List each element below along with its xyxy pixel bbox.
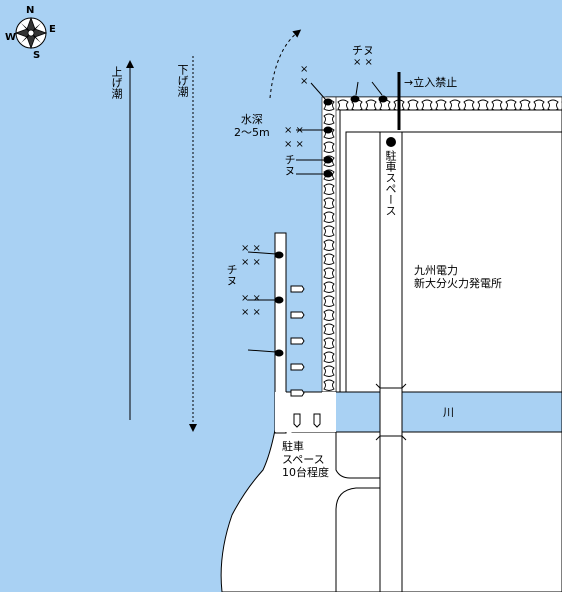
cross-marks: × × (241, 243, 261, 254)
land-road (335, 432, 380, 479)
tetrapod-seawall-left (321, 96, 337, 393)
chinu-label: チヌ (283, 154, 296, 176)
fishing-float-icon (323, 98, 333, 106)
parking-road (379, 131, 403, 592)
cross-marks: × × (284, 125, 304, 136)
fishing-spots (247, 81, 388, 357)
bollard-icon (290, 389, 305, 397)
compass-n: N (26, 5, 35, 16)
bridge-rail-left-bottom (375, 435, 381, 441)
bollard-icon (290, 285, 305, 293)
bridge (379, 387, 403, 437)
tetrapod-seawall-top (325, 96, 562, 111)
chinu-label: チヌ (352, 44, 374, 57)
bollard-icon (293, 413, 301, 428)
compass-w: W (5, 32, 17, 43)
cross-marks: × × (241, 257, 261, 268)
cross-marks: × × (300, 64, 309, 87)
bollard-icon (290, 311, 305, 319)
bollard-icon (290, 337, 305, 345)
bridge-rail-right (401, 383, 407, 389)
chinu-label: チヌ (225, 264, 238, 286)
fishing-float-icon (350, 95, 360, 103)
cross-marks: × × (284, 139, 304, 150)
parking-marker-dot (386, 137, 396, 147)
fishing-float-icon (274, 349, 284, 357)
compass-e: E (49, 24, 56, 35)
rising-tide-label: 上げ潮 (110, 66, 123, 99)
current-arrow (269, 29, 302, 99)
cross-marks: × × (241, 293, 261, 304)
falling-tide-label: 下げ潮 (176, 64, 189, 97)
power-plant-site (339, 109, 562, 393)
no-entry-label: →立入禁止 (404, 76, 458, 89)
fishing-float-icon (274, 296, 284, 304)
bridge-rail-left (375, 383, 381, 389)
jetty (274, 232, 287, 434)
parking-lot-label: 駐車 スペース 10台程度 (282, 440, 329, 479)
compass-rose-icon (14, 16, 48, 50)
cross-marks: × × (353, 57, 373, 68)
cross-marks: × × (241, 307, 261, 318)
jetty-base (275, 392, 336, 432)
land-road-lower (335, 487, 380, 592)
bollards (290, 285, 321, 428)
fishing-float-icon (378, 95, 388, 103)
fishing-float-icon (274, 251, 284, 259)
power-plant-label: 九州電力 新大分火力発電所 (414, 264, 502, 290)
fishing-float-icon (323, 170, 333, 178)
parking-space-label: 駐車スペース (384, 150, 397, 216)
bollard-icon (313, 413, 321, 428)
river-label: 川 (443, 406, 454, 419)
fishing-float-icon (323, 126, 333, 134)
compass-s: S (33, 50, 41, 61)
fishing-float-icon (323, 156, 333, 164)
bridge-rail-right-bottom (401, 435, 407, 441)
bollard-icon (290, 363, 305, 371)
river (291, 391, 562, 433)
water-depth-label: 水深 2～5m (234, 113, 270, 139)
